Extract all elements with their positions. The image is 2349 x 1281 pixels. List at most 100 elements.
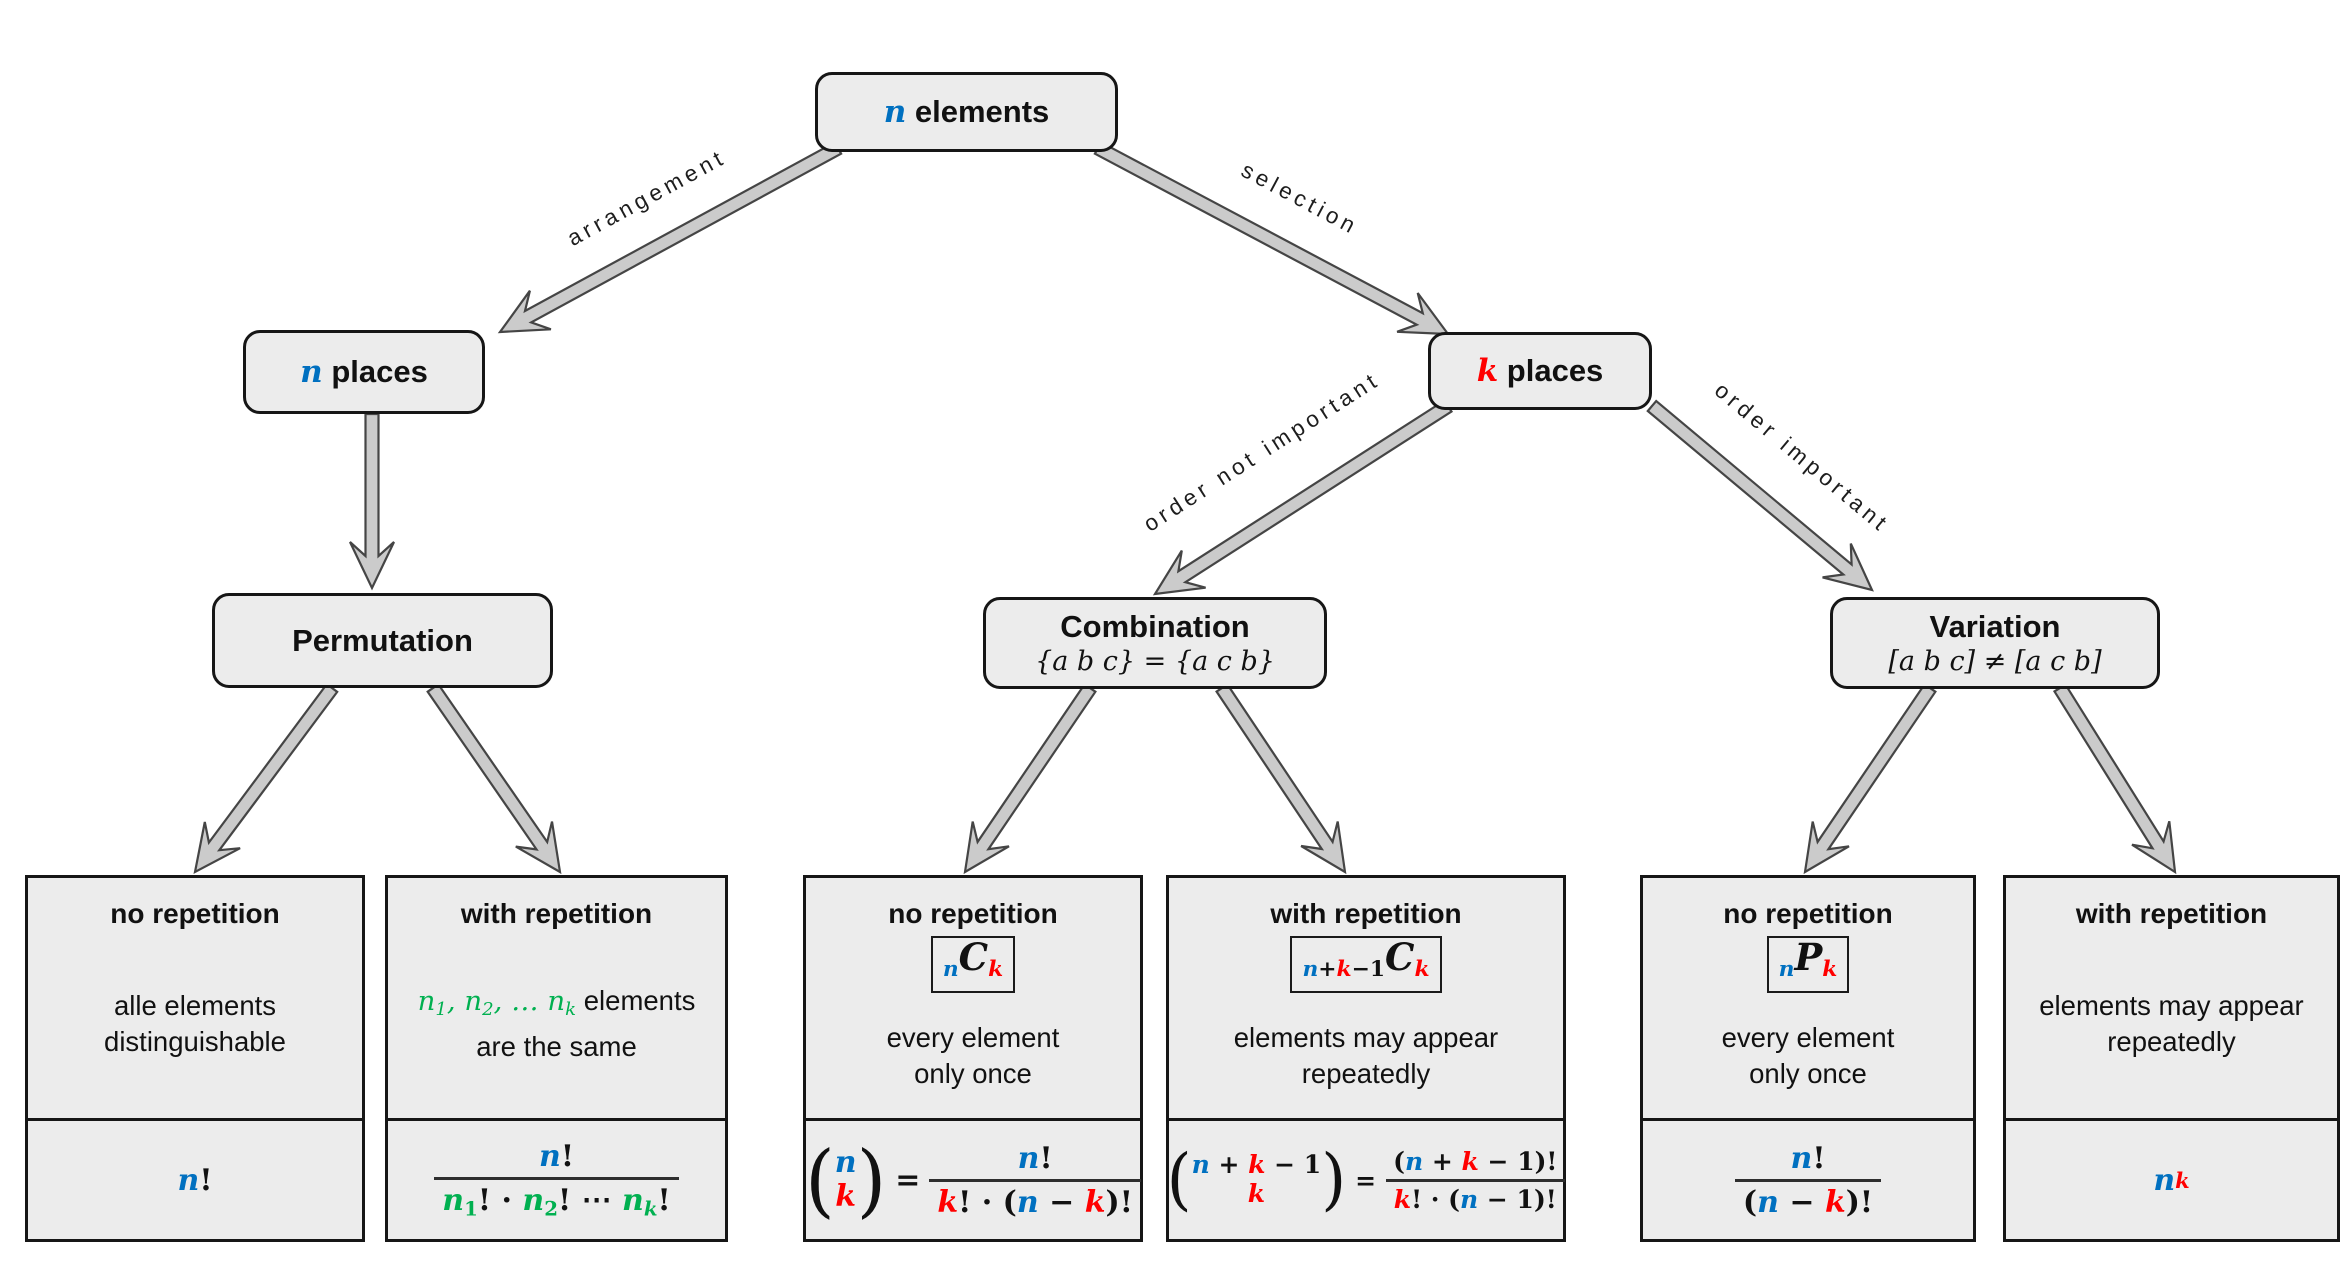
edge-arrow-order-not-important: [1152, 398, 1454, 596]
text-segment: n: [1191, 1150, 1210, 1180]
text-segment: !: [1039, 1140, 1053, 1176]
edge-arrow-variation-left: [1803, 682, 1937, 875]
text-segment: k: [1414, 957, 1430, 983]
text-segment: n: [300, 354, 323, 390]
text-segment: elements: [906, 94, 1050, 129]
node-combination: Combination {a b c} = {a c b}: [983, 597, 1327, 689]
leaf-permutation-with-repetition: with repetition n1, n2, … nk elements ar…: [385, 875, 728, 1242]
binomial: ( n k ): [805, 1139, 886, 1219]
node-n-places-label: n places: [300, 354, 428, 390]
binomial-top: n + k − 1: [1191, 1150, 1322, 1180]
text-segment: −: [1778, 1184, 1825, 1220]
text-segment: P: [1794, 935, 1823, 979]
text-segment: 1: [464, 1196, 478, 1221]
desc-line: only once: [887, 1056, 1060, 1092]
node-variation-subtitle: [a b c] ≠ [a c b]: [1888, 645, 2102, 677]
leaf-upper: with repetition n1, n2, … nk elements ar…: [388, 878, 725, 1118]
leaf-upper: with repetition n+k−1Ck elements may app…: [1169, 878, 1563, 1118]
edge-arrow-combination-right: [1215, 682, 1347, 875]
text-segment: +: [1318, 957, 1337, 983]
fraction: n! n1! · n2! ⋯ nk!: [434, 1139, 679, 1221]
fraction-numerator: n!: [1010, 1141, 1061, 1179]
text-segment: k: [937, 1184, 959, 1220]
text-segment: , …: [493, 985, 548, 1018]
text-segment: n: [177, 1162, 200, 1198]
node-variation: Variation [a b c] ≠ [a c b]: [1830, 597, 2160, 689]
edge-arrow-order-important: [1646, 399, 1874, 592]
edge-arrow-selection: [1093, 140, 1451, 336]
divider: [806, 1118, 1140, 1121]
binomial: ( n + k − 1 k ): [1167, 1146, 1347, 1214]
text-segment: (: [1393, 1146, 1405, 1176]
leaf-formula-section: ( n + k − 1 k ) = (n + k − 1)! k! · (n −…: [1167, 1121, 1566, 1239]
text-segment: k: [1336, 957, 1352, 983]
node-n-elements: n elements: [815, 72, 1118, 152]
fraction-denominator: n1! · n2! ⋯ nk!: [434, 1177, 679, 1221]
text-segment: n: [1302, 957, 1319, 983]
fraction: n! k! · (n − k)!: [929, 1141, 1141, 1220]
text-segment: ! ·: [477, 1183, 523, 1219]
text-segment: C: [958, 935, 989, 979]
leaf-title: no repetition: [888, 898, 1058, 929]
desc-line: repeatedly: [1234, 1056, 1498, 1092]
leaf-upper: no repetition alle elements distinguisha…: [28, 878, 362, 1118]
formula-falling-factorial: n! (n − k)!: [1734, 1140, 1882, 1220]
leaf-description: alle elements distinguishable: [104, 988, 286, 1060]
text-segment: k: [1476, 353, 1499, 389]
edge-arrow-n-places-to-permutation: [349, 412, 395, 591]
symbol-n-plus-k-minus-1-C-k-box: n+k−1Ck: [1290, 936, 1442, 994]
leaf-formula-section: n! n1! · n2! ⋯ nk!: [388, 1121, 725, 1239]
fraction-denominator: k! · (n − 1)!: [1385, 1178, 1565, 1214]
text-segment: n: [539, 1139, 561, 1175]
text-segment: )!: [1534, 1146, 1558, 1176]
text-segment: elements may appear: [1233, 1021, 1499, 1053]
text-segment: n: [883, 94, 907, 130]
text-segment: n: [417, 985, 436, 1018]
text-segment: n: [522, 1183, 545, 1219]
text-segment: !: [1812, 1140, 1826, 1176]
text-segment: repeatedly: [1301, 1057, 1431, 1089]
formula-binomial-coefficient: ( n k ) = n! k! · (n − k)!: [805, 1139, 1141, 1220]
text-segment: !: [560, 1139, 574, 1175]
text-segment: −1: [1351, 957, 1386, 983]
text-segment: n: [442, 1183, 465, 1219]
text-segment: only once: [1749, 1057, 1867, 1089]
fraction: (n + k − 1)! k! · (n − 1)!: [1385, 1147, 1565, 1214]
text-segment: distinguishable: [104, 1026, 286, 1057]
text-segment: ,: [446, 985, 465, 1018]
text-segment: 2: [482, 999, 494, 1021]
divider: [28, 1118, 362, 1121]
leaf-variation-with-repetition: with repetition elements may appear repe…: [2003, 875, 2340, 1242]
fraction-numerator: n!: [531, 1139, 582, 1177]
node-n-elements-label: n elements: [883, 94, 1050, 130]
leaf-description: elements may appear repeatedly: [2039, 988, 2303, 1060]
node-k-places: k places: [1428, 332, 1652, 410]
text-segment: − 1: [1478, 1184, 1534, 1214]
text-segment: k: [1248, 1150, 1266, 1180]
text-segment: n: [1790, 1140, 1813, 1176]
divider: [2006, 1118, 2337, 1121]
text-segment: n: [942, 957, 959, 983]
text-segment: k: [988, 957, 1004, 983]
leaf-title: with repetition: [460, 898, 653, 929]
text-segment: ! · (: [1411, 1184, 1461, 1214]
formula-multinomial: n! n1! · n2! ⋯ nk!: [434, 1139, 679, 1221]
edge-arrow-permutation-right: [426, 682, 562, 875]
leaf-formula-section: n! (n − k)!: [1643, 1121, 1973, 1239]
equals-sign: =: [895, 1162, 921, 1198]
text-segment: − 1: [1265, 1150, 1322, 1180]
formula-multiset-coefficient: ( n + k − 1 k ) = (n + k − 1)! k! · (n −…: [1167, 1146, 1566, 1214]
leaf-formula-section: n!: [28, 1121, 362, 1239]
edge-arrow-variation-right: [2052, 683, 2177, 875]
text-segment: ! · (: [958, 1184, 1017, 1220]
text-segment: 1: [435, 999, 447, 1021]
divider: [388, 1118, 725, 1121]
node-n-places: n places: [243, 330, 485, 414]
text-segment: every element: [1721, 1021, 1895, 1053]
text-segment: elements may appear: [2039, 990, 2304, 1021]
desc-line: every element: [1722, 1020, 1895, 1056]
